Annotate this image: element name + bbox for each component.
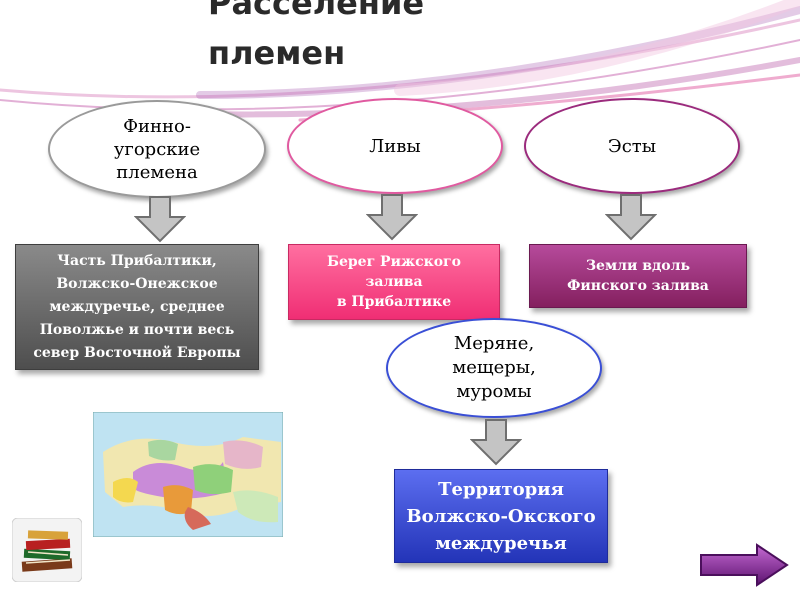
- down-arrow-icon: [366, 194, 418, 241]
- region-text: Часть Прибалтики, Волжско-Онежское между…: [33, 252, 241, 361]
- region-text: Берег Рижского залива в Прибалтике: [327, 254, 461, 310]
- next-arrow-icon[interactable]: [699, 543, 789, 587]
- tribe-oval-merya: Меряне, мещеры, муромы: [386, 318, 602, 418]
- region-text: Земли вдоль Финского залива: [567, 258, 709, 294]
- down-arrow-icon: [134, 196, 186, 243]
- tribe-name: Финно- угорские племена: [113, 115, 201, 183]
- tribe-name: Эсты: [607, 135, 657, 157]
- region-box-livs: Берег Рижского залива в Прибалтике: [288, 244, 500, 320]
- tribe-oval-livs: Ливы: [287, 98, 503, 194]
- tribe-name: Меряне, мещеры, муромы: [452, 333, 536, 402]
- region-box-ests: Земли вдоль Финского залива: [529, 244, 747, 308]
- tribe-name: Ливы: [369, 135, 421, 157]
- tribe-oval-ests: Эсты: [524, 98, 740, 194]
- down-arrow-icon: [470, 419, 522, 466]
- page-title: Расселение племен: [208, 0, 425, 72]
- down-arrow-icon: [605, 194, 657, 241]
- tribe-oval-finno-ugric: Финно- угорские племена: [48, 100, 266, 198]
- books-icon: [12, 518, 82, 582]
- region-box-merya: Территория Волжско-Окского междуречья: [394, 469, 608, 563]
- region-box-finno-ugric: Часть Прибалтики, Волжско-Онежское между…: [15, 244, 259, 370]
- region-text: Территория Волжско-Окского междуречья: [406, 478, 596, 554]
- map-image: [93, 412, 283, 537]
